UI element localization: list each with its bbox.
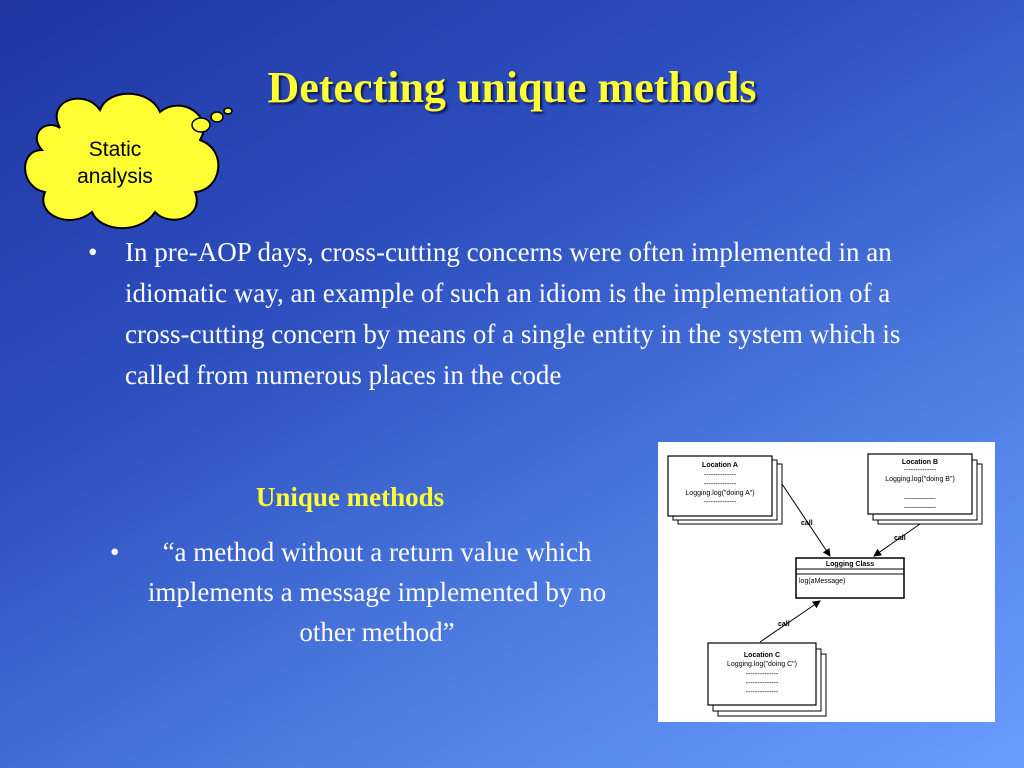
main-bullet-text: In pre-AOP days, cross-cutting concerns … bbox=[125, 237, 901, 390]
location-c-box: Location C Logging.log("doing C") ------… bbox=[707, 642, 827, 717]
arrow-a-to-logging bbox=[781, 483, 831, 557]
definition-quote-text: “a method without a return value which i… bbox=[147, 537, 607, 647]
edge-a-label: call bbox=[801, 520, 813, 527]
slide-title: Detecting unique methods bbox=[267, 63, 757, 112]
location-b-title: Location B bbox=[902, 459, 938, 466]
location-c-line1: -------------- bbox=[746, 671, 779, 678]
thought-bubble-dot-small bbox=[223, 107, 233, 115]
arrow-c-to-logging bbox=[759, 600, 821, 643]
location-a-line3: -------------- bbox=[704, 499, 737, 506]
cloud-shape bbox=[24, 92, 220, 230]
thought-bubble-line1: Static bbox=[88, 138, 142, 161]
thought-cloud bbox=[24, 92, 233, 230]
logging-class-title: Logging Class bbox=[826, 561, 874, 568]
bullet-marker: • bbox=[88, 237, 98, 267]
location-a-box: Location A -------------- --------------… bbox=[667, 455, 783, 525]
location-a-line2: -------------- bbox=[704, 481, 737, 488]
arrow-b-to-logging bbox=[873, 523, 921, 557]
logging-class-method: log(aMessage) bbox=[799, 578, 845, 585]
location-c-line3: -------------- bbox=[746, 689, 779, 696]
location-a-title: Location A bbox=[702, 462, 738, 469]
location-a-line1: -------------- bbox=[704, 472, 737, 479]
location-b-call: Logging.log("doing B") bbox=[885, 476, 955, 483]
thought-bubble-line2: analysis bbox=[77, 165, 153, 188]
bullet-marker: • bbox=[110, 537, 120, 567]
thought-bubble-text: Static analysis bbox=[40, 136, 190, 190]
location-b-line1: -------------- bbox=[904, 467, 937, 474]
location-c-line2: -------------- bbox=[746, 680, 779, 687]
unique-methods-heading: Unique methods bbox=[255, 482, 445, 512]
logging-class-box: Logging Class log(aMessage) bbox=[795, 557, 905, 599]
location-b-box: Location B -------------- Logging.log("d… bbox=[867, 453, 983, 525]
location-b-line3: ________ bbox=[903, 501, 935, 508]
location-a-call: Logging.log("doing A") bbox=[685, 490, 754, 497]
edge-b-label: call bbox=[894, 535, 906, 542]
thought-bubble-dot-large bbox=[191, 117, 211, 133]
logging-diagram: Location A -------------- --------------… bbox=[658, 442, 995, 722]
location-b-line2: ________ bbox=[903, 492, 935, 499]
thought-bubble-dot-medium bbox=[210, 111, 224, 123]
location-c-title: Location C bbox=[744, 652, 780, 659]
location-c-call: Logging.log("doing C") bbox=[727, 661, 797, 668]
edge-c-label: call bbox=[778, 621, 790, 628]
